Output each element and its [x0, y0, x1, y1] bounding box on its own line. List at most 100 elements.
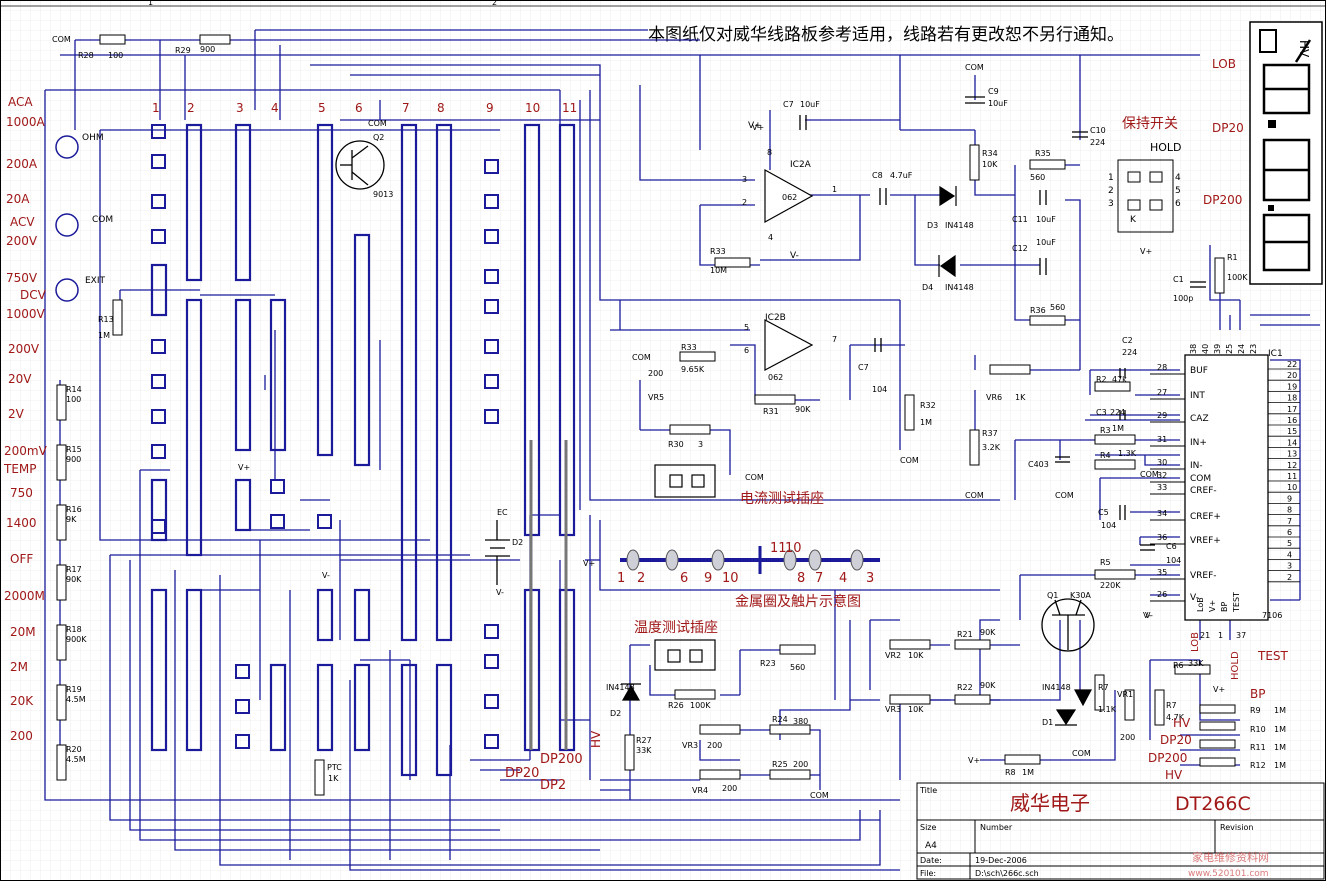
- ptc-ref: PTC: [327, 763, 342, 772]
- chain-resistor-ref: R15: [66, 445, 82, 454]
- r33b-body: [679, 351, 716, 362]
- r4-value: 1.3K: [1118, 449, 1137, 458]
- vr4-value: 200: [722, 784, 737, 793]
- r1-value: 100K: [1227, 273, 1248, 282]
- c6-ref: C6: [1166, 542, 1177, 551]
- transistors: [335, 140, 1095, 652]
- r24-value: 380: [793, 717, 808, 726]
- contact-pad: [235, 664, 250, 679]
- net-tag-com: COM: [1072, 749, 1091, 758]
- ic1-pin-num-5: 5: [1287, 539, 1292, 548]
- r3-value: 1M: [1112, 424, 1124, 433]
- watermark-text: 家电维修资料网: [1192, 850, 1269, 864]
- d1-ref: D1: [1042, 718, 1053, 727]
- contact-pad: [484, 624, 499, 639]
- title-block: [916, 782, 1325, 880]
- label-hv-right: HV: [1173, 716, 1191, 730]
- chain-resistor-ref: R16: [66, 505, 82, 514]
- r7a-ref: R7: [1098, 683, 1109, 692]
- column-number-6: 6: [355, 101, 363, 115]
- ic1-left-pins: BUF28INT27CAZ29IN+31IN-30COM32CREF-33CRE…: [1150, 363, 1221, 603]
- ic1-pin-num-36: 36: [1157, 533, 1167, 542]
- range-label-10: 20V: [8, 372, 32, 386]
- column-number-5: 5: [318, 101, 326, 115]
- current-socket-box: [654, 464, 716, 498]
- r5-ref: R5: [1100, 558, 1111, 567]
- range-label-13: TEMP: [3, 462, 37, 476]
- r37-ref: R37: [982, 429, 998, 438]
- column-number-2: 2: [187, 101, 195, 115]
- vr3a-body: [889, 694, 931, 705]
- range-label-8: 1000V: [6, 307, 46, 321]
- ic2a-vminus: V-: [790, 251, 799, 261]
- r35-value: 560: [1030, 173, 1045, 182]
- chain-resistor-ref: R17: [66, 565, 82, 574]
- contact-strips: [150, 123, 576, 777]
- title-model: DT266C: [1175, 793, 1251, 815]
- contact-pad: [151, 194, 166, 209]
- c7b-ref: C7: [858, 363, 869, 372]
- r36-body: [1029, 315, 1066, 326]
- c12-ref: C12: [1012, 244, 1028, 253]
- chain-resistor-r14: [56, 384, 67, 421]
- vr3a-value: 10K: [908, 705, 924, 714]
- c3-ref: C3: [1096, 408, 1107, 417]
- ic1-body: [1184, 354, 1269, 621]
- r33a-body: [714, 257, 751, 268]
- ic1-pin-name-32: COM: [1190, 474, 1211, 484]
- range-labels: ACA1000A200A20AACV200V750VDCV1000V200V20…: [3, 95, 48, 743]
- ic1-pin-num-21: 21: [1200, 631, 1210, 640]
- c403-ref: C403: [1028, 460, 1049, 469]
- ic1-pin-num-32: 32: [1157, 471, 1167, 480]
- ring-number-9: 4: [839, 571, 847, 586]
- c9-value: 10uF: [988, 99, 1008, 108]
- chain-resistor-ref: R19: [66, 685, 82, 694]
- c11-ref: C11: [1012, 215, 1028, 224]
- size-value: A4: [925, 841, 937, 851]
- r30-body: [669, 424, 711, 435]
- net-tag-com: COM: [52, 35, 71, 44]
- r13-value: 1M: [98, 331, 110, 340]
- r34-value: 10K: [982, 160, 998, 169]
- r5-body: [1094, 569, 1136, 580]
- r11-value: 1M: [1274, 743, 1286, 752]
- ic1-pin-num-10: 10: [1287, 483, 1297, 492]
- ring-number-4: 10: [722, 571, 739, 586]
- d2-icon: [621, 684, 641, 701]
- r26-body: [674, 689, 716, 700]
- range-label-9: 200V: [8, 342, 40, 356]
- r33a-ref: R33: [710, 247, 726, 256]
- c7b-value: 104: [872, 385, 887, 394]
- label-hv-left: HV: [589, 730, 603, 748]
- r8-value: 1M: [1022, 768, 1034, 777]
- contact-pad: [151, 339, 166, 354]
- vr3b-ref: VR3: [682, 741, 698, 750]
- ic1-pin-num-12: 12: [1287, 461, 1297, 470]
- column-number-11: 11: [562, 101, 577, 115]
- vr5-value: 200: [648, 369, 663, 378]
- d1-value: IN4148: [1042, 683, 1071, 692]
- ic1-pin-num-18: 18: [1287, 394, 1297, 403]
- contact-pad: [484, 694, 499, 709]
- q2-icon: [335, 140, 385, 190]
- ptc-value: 1K: [328, 774, 339, 783]
- hold-pin-1: 1: [1108, 173, 1114, 183]
- label-dp2: DP2: [540, 778, 566, 793]
- r7a-value: 1.1K: [1098, 705, 1117, 714]
- net-tag-com: COM: [965, 63, 984, 72]
- ic2b-value: 062: [768, 373, 783, 382]
- test-sockets: [654, 464, 716, 671]
- input-sockets: [55, 135, 79, 302]
- d4-value: IN4148: [945, 283, 974, 292]
- ic1-pin-num-37: 37: [1236, 631, 1246, 640]
- r27-ref: R27: [636, 736, 652, 745]
- hold-switch-box: [1117, 159, 1174, 233]
- hold-switch: [1117, 159, 1174, 233]
- net-tag-com: COM: [1055, 491, 1074, 500]
- r2-body: [1094, 381, 1131, 392]
- net-tag-com: COM: [965, 491, 984, 500]
- r24-ref: R24: [772, 715, 788, 724]
